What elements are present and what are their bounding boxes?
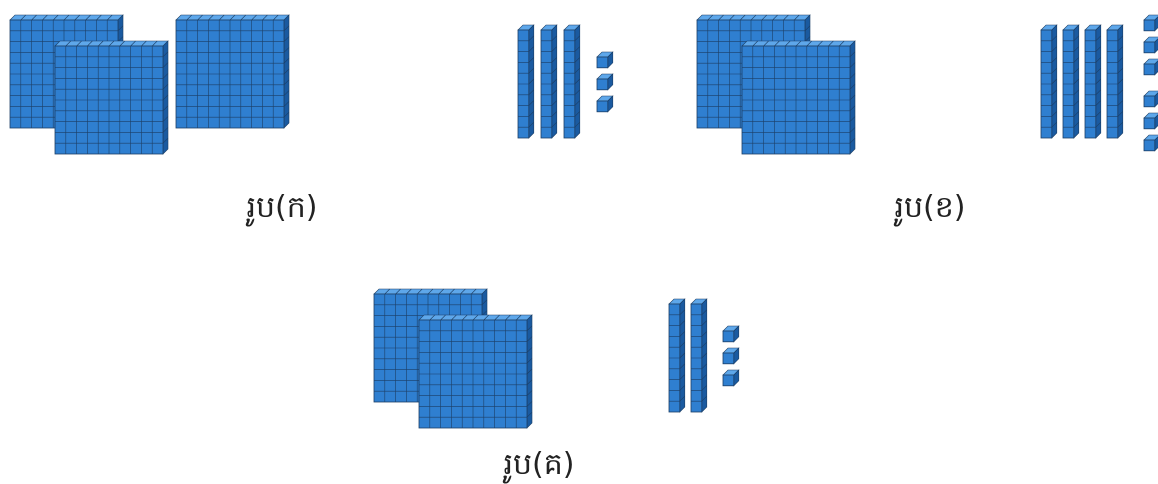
tens-rod-a-3: [563, 24, 581, 139]
caption-figure-a: រូប(ក): [246, 190, 318, 225]
hundreds-flat-a-2: [54, 40, 169, 155]
caption-figure-b: រូប(ខ): [894, 190, 966, 225]
unit-cube-a-3: [596, 95, 614, 113]
unit-cube-c-1: [722, 325, 740, 343]
tens-rod-c-2: [690, 298, 708, 413]
tens-rod-c-1: [668, 298, 686, 413]
unit-cube-b-3: [1143, 58, 1158, 76]
unit-cube-a-1: [596, 51, 614, 69]
tens-rod-b-1: [1040, 24, 1058, 139]
unit-cube-b-6: [1143, 134, 1158, 152]
hundreds-flat-a-3: [175, 14, 290, 129]
tens-rod-a-1: [517, 24, 535, 139]
tens-rod-b-2: [1062, 24, 1080, 139]
unit-cube-c-2: [722, 347, 740, 365]
tens-rod-b-4: [1106, 24, 1124, 139]
caption-figure-c: រូប(គ): [503, 447, 575, 482]
tens-rod-a-2: [540, 24, 558, 139]
unit-cube-b-2: [1143, 36, 1158, 54]
tens-rod-b-3: [1084, 24, 1102, 139]
unit-cube-a-2: [596, 73, 614, 91]
unit-cube-b-5: [1143, 112, 1158, 130]
unit-cube-b-1: [1143, 14, 1158, 32]
hundreds-flat-c-2: [418, 314, 533, 429]
hundreds-flat-b-2: [741, 40, 856, 155]
unit-cube-c-3: [722, 369, 740, 387]
unit-cube-b-4: [1143, 90, 1158, 108]
